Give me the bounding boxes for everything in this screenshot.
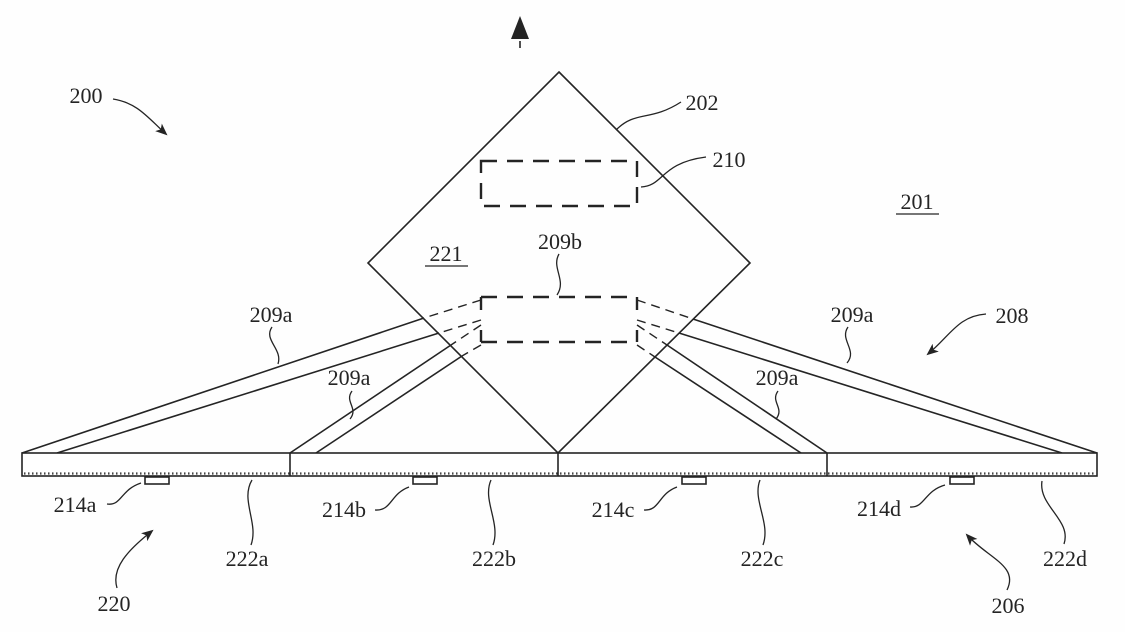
connector-tab-214b [412, 476, 438, 485]
ref-label-214a: 214a [54, 492, 97, 517]
arrow-208 [926, 313, 987, 356]
ref-label-209a-right-inner: 209a [756, 365, 799, 390]
reference-numerals: 200 202 210 201 221 209b 209a 209a 209a … [54, 83, 1087, 618]
ref-label-214c: 214c [592, 497, 635, 522]
ref-label-222c: 222c [741, 546, 784, 571]
ref-label-209a-left-inner: 209a [328, 365, 371, 390]
pointer-arrows [112, 98, 1011, 591]
leader-222d [1041, 480, 1066, 545]
leader-214d [909, 484, 946, 508]
leader-209a-right-outer [844, 326, 852, 364]
connector-tab-214c [681, 476, 707, 485]
ref-label-200: 200 [70, 83, 103, 108]
ref-label-222b: 222b [472, 546, 516, 571]
leader-209b [556, 253, 562, 296]
ref-label-210: 210 [713, 147, 746, 172]
ref-label-206: 206 [992, 593, 1025, 618]
ref-label-214d: 214d [857, 496, 901, 521]
display-panel-202-outline [366, 70, 752, 455]
leader-222b [487, 479, 496, 546]
ref-label-222d: 222d [1043, 546, 1087, 571]
leader-222c [757, 479, 766, 546]
beam-dashed-segments-209a [423, 299, 694, 358]
ref-label-209a-left-outer: 209a [250, 302, 293, 327]
leader-209a-right-inner [774, 390, 780, 420]
ref-label-201: 201 [901, 189, 934, 214]
connector-tabs-214 [144, 476, 975, 485]
dashed-region-209b [479, 295, 639, 344]
leader-202 [615, 101, 682, 131]
arrow-220 [115, 529, 154, 589]
leader-214b [374, 486, 410, 511]
label-underlines [425, 213, 939, 267]
ref-label-208: 208 [996, 303, 1029, 328]
ref-label-221: 221 [430, 241, 463, 266]
dashed-region-210 [479, 159, 639, 208]
connector-tab-214d [949, 476, 975, 485]
ref-label-209b: 209b [538, 229, 582, 254]
arrow-200 [112, 98, 168, 136]
base-bar-220 [21, 452, 1098, 477]
leader-214a [106, 482, 142, 505]
ref-label-214b: 214b [322, 497, 366, 522]
connector-tab-214a [144, 476, 170, 485]
leader-209a-left-outer [269, 326, 280, 365]
leader-210 [640, 156, 707, 188]
north-arrow-icon [511, 16, 529, 48]
leader-lines [106, 101, 1066, 546]
leader-209a-left-inner [348, 390, 354, 420]
ref-label-202: 202 [686, 90, 719, 115]
ref-label-209a-right-outer: 209a [831, 302, 874, 327]
ref-label-220: 220 [98, 591, 131, 616]
leader-222a [247, 479, 254, 546]
arrow-206 [965, 533, 1011, 591]
beam-lines-209a [21, 317, 1098, 454]
leader-214c [643, 486, 678, 511]
ref-label-222a: 222a [226, 546, 269, 571]
